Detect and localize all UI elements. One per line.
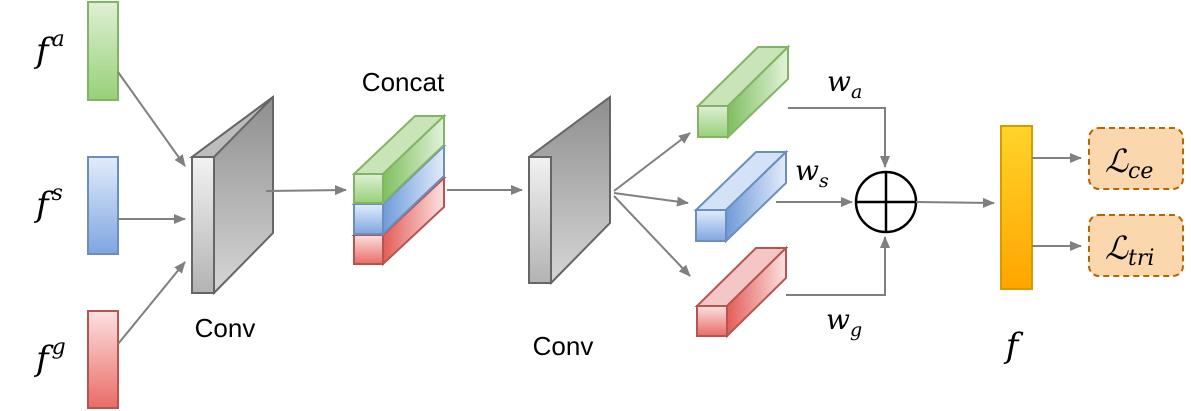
output-feature-bar (1000, 125, 1033, 290)
arrow-conv2-red (613, 195, 691, 277)
input-bar-fg (87, 310, 119, 409)
arrow-fg-conv1 (117, 261, 186, 345)
weight-wa: wa (827, 65, 862, 103)
branch-red-cuboid (694, 245, 789, 339)
output-feature-label: f (1003, 326, 1024, 366)
arrow-conv2-green (613, 132, 691, 192)
connector-wa (788, 107, 890, 168)
conv1-label: Conv (195, 313, 256, 343)
arrow-sum-f (915, 197, 995, 208)
input-bar-fa (87, 1, 119, 101)
weight-ws: ws (795, 154, 829, 192)
arrow-conv1-concat (265, 185, 347, 196)
loss-ce-box (1088, 127, 1184, 190)
concat-label: Concat (362, 67, 445, 97)
loss-tri-label: ℒtri (1105, 229, 1154, 271)
arrow-conv2-blue (613, 192, 689, 207)
sum-operator-icon (854, 170, 918, 234)
conv2-label: Conv (533, 331, 594, 361)
connector-wg (786, 236, 890, 296)
weight-wg: wg (826, 303, 862, 341)
loss-tri-box (1088, 214, 1184, 277)
branch-blue-cuboid (693, 149, 789, 244)
conv-block-2 (527, 95, 611, 286)
conv-block-1 (188, 95, 274, 296)
loss-ce-label: ℒce (1105, 142, 1153, 184)
concat-green-slab (351, 113, 447, 206)
arrow-fa-conv1 (117, 71, 186, 167)
branch-green-cuboid (695, 44, 791, 140)
input-bar-fs (87, 156, 119, 255)
